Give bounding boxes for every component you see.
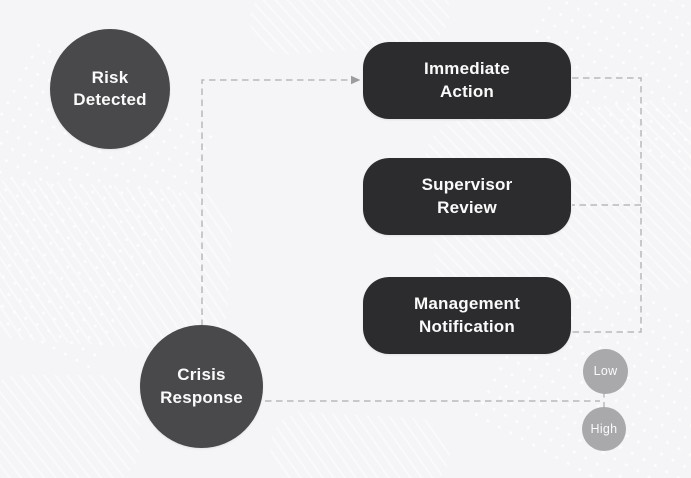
node-management-notification: Management Notification xyxy=(363,277,571,354)
node-label: Supervisor Review xyxy=(421,175,513,217)
node-priority-high: High xyxy=(582,407,626,451)
node-label: Low xyxy=(593,364,618,379)
connector-right-rail xyxy=(572,77,642,333)
node-priority-low: Low xyxy=(583,349,628,394)
node-label: Risk Detected xyxy=(73,67,147,109)
node-label: Immediate Action xyxy=(424,59,510,101)
scribble-texture xyxy=(0,375,140,478)
node-crisis-response: Crisis Response xyxy=(140,325,263,448)
connector-crisis-to-immediate xyxy=(201,79,351,326)
node-risk-detected: Risk Detected xyxy=(50,29,170,149)
node-label: Management Notification xyxy=(414,294,520,336)
node-label: Crisis Response xyxy=(160,365,243,407)
node-label: High xyxy=(590,421,618,436)
arrowhead-icon xyxy=(351,75,361,85)
node-immediate-action: Immediate Action xyxy=(363,42,571,119)
node-supervisor-review: Supervisor Review xyxy=(363,158,571,235)
